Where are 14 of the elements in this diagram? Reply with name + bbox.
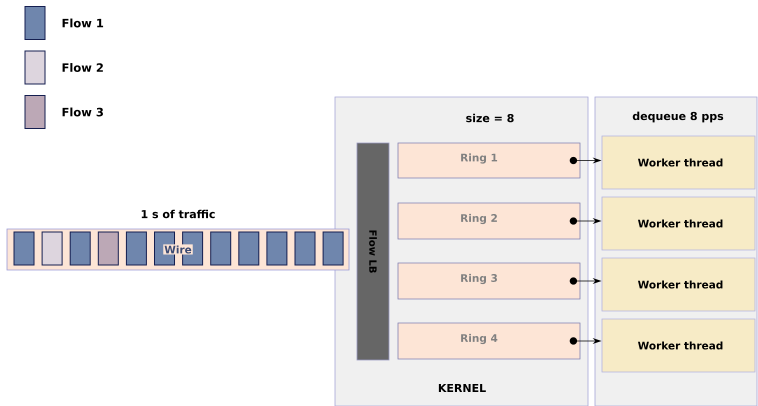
legend-label: Flow 1 <box>62 18 104 28</box>
legend-label: Flow 3 <box>62 108 103 116</box>
ring-box: Ring 4 <box>398 322 580 360</box>
wire-box: Wire <box>6 228 350 270</box>
ring-box: Ring 2 <box>398 202 580 240</box>
ring-box: Ring 1 <box>398 142 580 178</box>
worker-box: Worker thread <box>602 258 756 312</box>
legend-label: Flow 2 <box>62 63 103 72</box>
worker-box: Worker thread <box>602 136 756 190</box>
worker-box: Worker thread <box>602 318 756 372</box>
worker-box: Worker thread <box>602 196 756 250</box>
ring-box: Ring 3 <box>398 262 580 300</box>
node-label: 1 s of traffic <box>142 210 215 218</box>
load-balancer-bar: Flow LB <box>356 142 390 360</box>
